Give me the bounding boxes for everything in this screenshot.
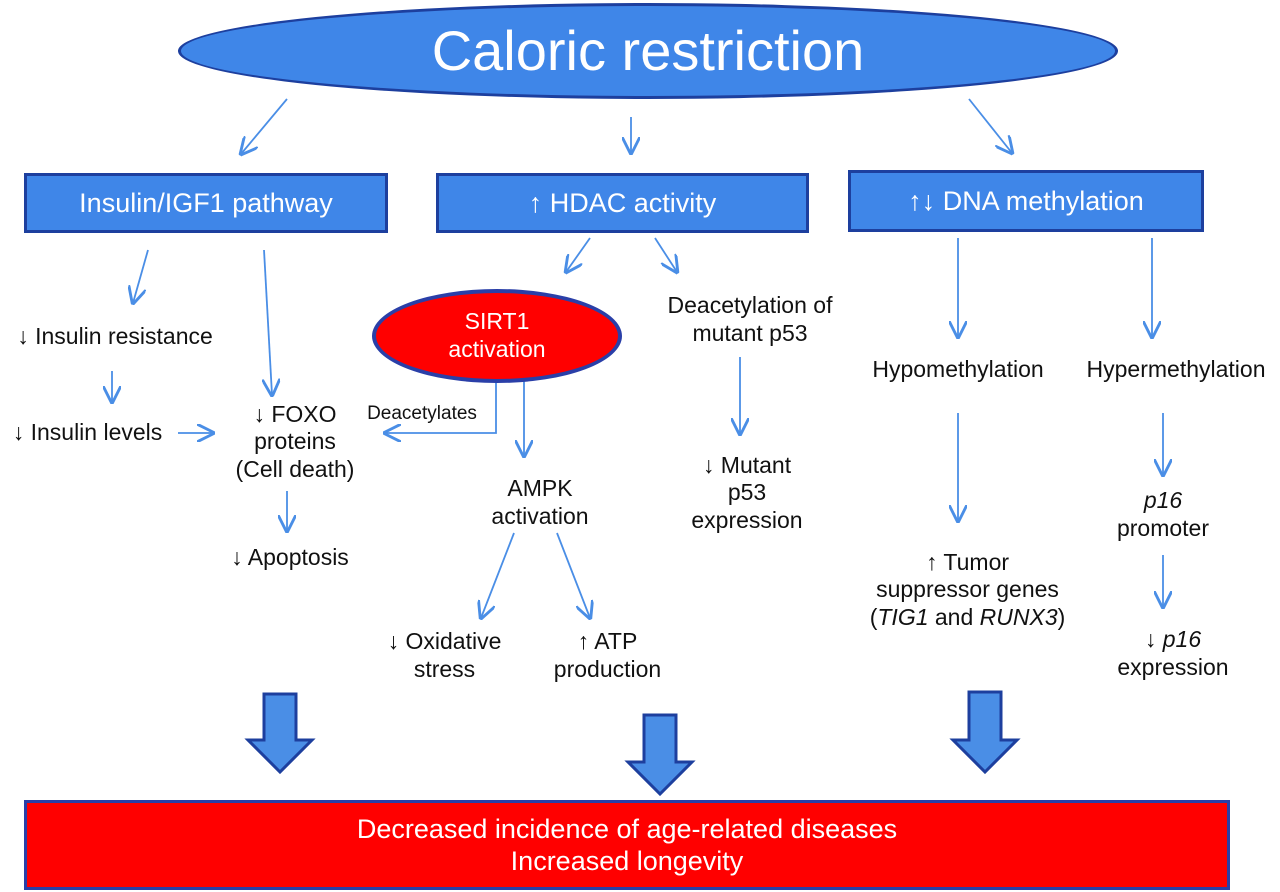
insulin-igf1-label: Insulin/IGF1 pathway — [79, 187, 333, 218]
atp-production-node: ↑ ATP production — [535, 625, 680, 687]
tumor-and-text: and — [928, 603, 980, 630]
mutant-line-2: p53 — [727, 479, 767, 506]
deacetylates-label-node: Deacetylates — [352, 401, 492, 427]
p16exp-arrow: ↓ — [1144, 626, 1163, 653]
ampk-line-1: AMPK — [507, 475, 573, 502]
arrow-insulin-to-resistance — [133, 249, 149, 303]
tumor-line-3: (TIG1 and RUNX3) — [870, 604, 1066, 632]
p16-promoter-text: promoter — [1116, 515, 1210, 541]
hypermethylation-text: Hypermethylation — [1086, 356, 1266, 383]
p16-gene-text: p16 — [1143, 487, 1183, 514]
oxidative-line-1: ↓ Oxidative — [387, 628, 502, 655]
arrow-insulin-to-foxo — [264, 249, 272, 395]
insulin-levels-node: ↓ Insulin levels — [0, 418, 175, 448]
tumor-gene-tig1: TIG1 — [877, 603, 929, 630]
foxo-proteins-node: ↓ FOXO proteins (Cell death) — [215, 394, 375, 490]
arrow-hdac-to-deacetylation — [654, 237, 677, 272]
sirt1-line-1: SIRT1 — [464, 308, 530, 335]
caloric-restriction-title: Caloric restriction — [431, 19, 865, 83]
sirt1-line-2: activation — [448, 336, 546, 362]
hypomethylation-text: Hypomethylation — [872, 356, 1044, 383]
deacetylation-p53-node: Deacetylation of mutant p53 — [650, 289, 850, 351]
ampk-line-2: activation — [491, 503, 589, 529]
apoptosis-node: ↓ Apoptosis — [205, 543, 375, 573]
tumor-line-1: ↑ Tumor — [925, 548, 1010, 575]
outcome-box: Decreased incidence of age-related disea… — [24, 800, 1230, 890]
arrow-sirt1-deacetylates-foxo — [385, 380, 497, 433]
arrow-cr-to-dna — [968, 98, 1012, 153]
deacetylates-text: Deacetylates — [367, 402, 477, 424]
foxo-line-3: (Cell death) — [235, 455, 355, 482]
mutant-line-3: expression — [691, 506, 803, 533]
deacetylation-line-2: mutant p53 — [692, 320, 808, 346]
sirt1-activation-node: SIRT1 activation — [372, 289, 622, 383]
arrow-cr-to-insulin — [241, 98, 288, 154]
arrow-hdac-to-sirt1 — [566, 237, 591, 272]
insulin-resistance-text: ↓ Insulin resistance — [17, 323, 213, 350]
outcome-line-2: Increased longevity — [510, 846, 744, 876]
p16exp-line-2: expression — [1117, 654, 1229, 680]
hypermethylation-node: Hypermethylation — [1072, 355, 1280, 385]
arrow-ampk-to-atp — [556, 532, 590, 618]
dna-methylation-label: ↑↓ DNA methylation — [908, 185, 1144, 216]
p16exp-gene: p16 — [1162, 626, 1202, 653]
hdac-activity-box: ↑ HDAC activity — [436, 173, 809, 233]
foxo-line-1: ↓ FOXO — [253, 400, 337, 427]
tumor-suppressor-node: ↑ Tumor suppressor genes (TIG1 and RUNX3… — [845, 537, 1090, 643]
insulin-resistance-node: ↓ Insulin resistance — [0, 322, 230, 352]
insulin-igf1-box: Insulin/IGF1 pathway — [24, 173, 388, 233]
hypomethylation-node: Hypomethylation — [853, 355, 1063, 385]
block-arrow-center — [624, 713, 696, 797]
deacetylation-line-1: Deacetylation of — [667, 292, 833, 319]
tumor-gene-runx3: RUNX3 — [979, 603, 1058, 630]
hdac-activity-label: ↑ HDAC activity — [528, 187, 717, 218]
tumor-close-paren: ) — [1057, 603, 1066, 630]
tumor-line-2: suppressor genes — [876, 576, 1059, 603]
outcome-line-1: Decreased incidence of age-related disea… — [356, 813, 898, 844]
foxo-line-2: proteins — [254, 428, 336, 455]
mutant-p53-node: ↓ Mutant p53 expression — [672, 446, 822, 540]
arrow-ampk-to-oxidative — [481, 532, 515, 618]
apoptosis-text: ↓ Apoptosis — [231, 544, 349, 571]
oxidative-stress-node: ↓ Oxidative stress — [362, 625, 527, 687]
tumor-open-paren: ( — [869, 603, 878, 630]
oxidative-line-2: stress — [413, 656, 476, 682]
p16-expression-node: ↓ p16 expression — [1093, 621, 1253, 687]
ampk-activation-node: AMPK activation — [460, 473, 620, 533]
p16-promoter-node: p16 promoter — [1093, 483, 1233, 547]
mutant-line-1: ↓ Mutant — [702, 451, 792, 478]
insulin-levels-text: ↓ Insulin levels — [12, 419, 163, 446]
dna-methylation-box: ↑↓ DNA methylation — [848, 170, 1204, 232]
block-arrow-right — [949, 690, 1021, 775]
atp-line-1: ↑ ATP — [577, 628, 638, 655]
block-arrow-left — [244, 692, 316, 775]
caloric-restriction-node: Caloric restriction — [178, 3, 1118, 99]
p16exp-line-1: ↓ p16 — [1145, 626, 1201, 654]
atp-line-2: production — [553, 656, 662, 682]
